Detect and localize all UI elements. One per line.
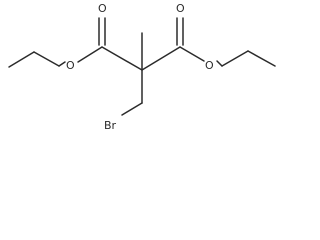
bond-left-carbonyl-central	[101, 46, 143, 71]
atom-label-o-carbonyl-right: O	[176, 2, 185, 15]
bond-right-o-ch2	[216, 60, 223, 67]
bond-central-carbonyl-right	[141, 46, 181, 71]
bond-right-carbonyl-o	[179, 46, 205, 62]
structure-diagram: O O O O Br	[8, 2, 276, 132]
bond-left-ethyl-ch2	[33, 51, 60, 67]
bond-right-ethyl-ch3	[247, 50, 276, 67]
atom-label-o-carbonyl-left: O	[98, 2, 107, 15]
bond-left-ethyl-ch3	[8, 51, 35, 68]
bond-left-o-carbonyl	[77, 46, 103, 63]
atom-label-br: Br	[104, 119, 117, 132]
atom-label-o-ester-right: O	[205, 59, 214, 72]
bond-right-ethyl-ch2	[221, 50, 249, 67]
bond-ch2-br	[121, 102, 143, 116]
bond-left-ch2-o	[58, 61, 66, 67]
molecule-svg: O O O O Br	[8, 2, 276, 132]
atom-label-o-ester-left: O	[66, 59, 75, 72]
